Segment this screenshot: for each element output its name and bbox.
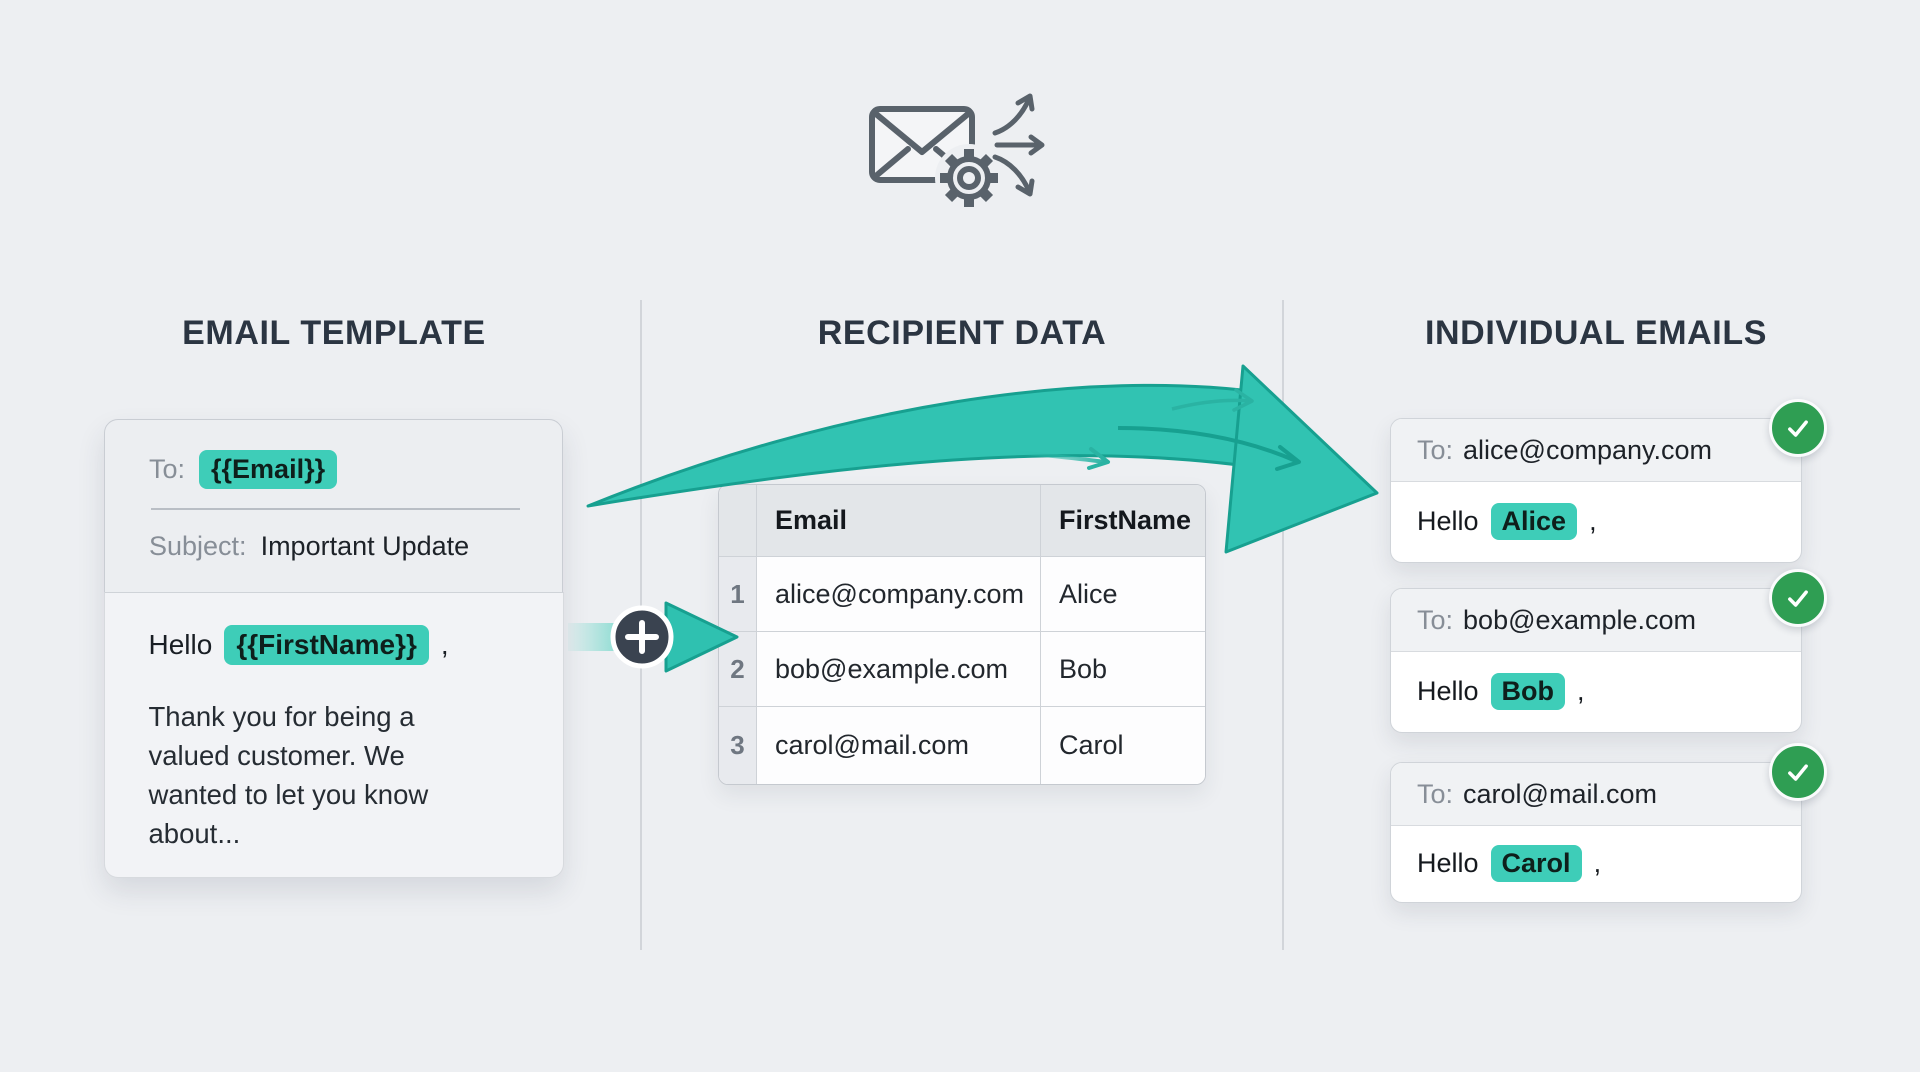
greeting-prefix: Hello — [1417, 506, 1479, 536]
email-card-header: To: carol@mail.com — [1391, 763, 1801, 826]
accent-arrow-icon — [999, 447, 1110, 470]
accent-arrow-icon — [1171, 388, 1254, 412]
template-card-body: Hello {{FirstName}} , Thank you for bein… — [103, 592, 564, 878]
template-card-header: To: {{Email}} Subject: Important Update — [105, 420, 562, 570]
merged-name-highlight: Carol — [1490, 845, 1582, 882]
check-circle-icon — [1769, 569, 1827, 627]
individual-email-card: To: carol@mail.com Hello Carol , — [1390, 743, 1827, 903]
row-number: 3 — [719, 707, 757, 784]
row-number: 1 — [719, 557, 757, 632]
greeting-prefix: Hello — [1417, 848, 1479, 878]
table-cell-email: alice@company.com — [757, 557, 1041, 632]
to-address: alice@company.com — [1463, 434, 1713, 465]
row-number: 2 — [719, 632, 757, 707]
greeting-prefix: Hello — [1417, 676, 1479, 706]
heading-recipient-data: RECIPIENT DATA — [817, 314, 1107, 352]
subject-value: Important Update — [260, 531, 470, 561]
email-card-body: Hello Carol , — [1391, 826, 1801, 901]
email-card-header: To: bob@example.com — [1391, 589, 1801, 652]
email-merge-token: {{Email}} — [199, 449, 338, 489]
to-label: To: — [149, 453, 186, 484]
template-header-divider — [151, 508, 520, 510]
plus-circle-icon — [610, 605, 674, 669]
column-header-firstname: FirstName — [1041, 485, 1205, 557]
column-divider — [1282, 300, 1284, 950]
email-card-body: Hello Alice , — [1391, 482, 1801, 561]
column-header-email: Email — [757, 485, 1041, 557]
table-cell-email: carol@mail.com — [757, 707, 1041, 784]
column-divider — [640, 300, 642, 950]
table-cell-firstname: Alice — [1041, 557, 1205, 632]
template-greeting: Hello {{FirstName}} , — [149, 623, 523, 667]
email-card-body: Hello Bob , — [1391, 652, 1801, 731]
firstname-merge-token: {{FirstName}} — [224, 625, 429, 665]
heading-email-template: EMAIL TEMPLATE — [182, 314, 486, 352]
gear-icon — [935, 144, 1003, 212]
fanout-arrows-icon — [992, 93, 1045, 197]
template-body-text: Thank you for being a valued customer. W… — [148, 701, 429, 849]
to-label: To: — [1417, 778, 1454, 809]
to-label: To: — [1417, 604, 1454, 635]
table-cell-firstname: Bob — [1041, 632, 1205, 707]
template-subject-row: Subject: Important Update — [149, 524, 522, 570]
to-label: To: — [1417, 434, 1454, 465]
check-circle-icon — [1769, 399, 1827, 457]
to-address: carol@mail.com — [1463, 778, 1657, 809]
table-cell-email: bob@example.com — [757, 632, 1041, 707]
envelope-icon — [869, 106, 975, 183]
subject-label: Subject: — [149, 531, 247, 561]
greeting-suffix: , — [1589, 506, 1597, 536]
greeting-suffix: , — [1593, 848, 1602, 878]
greeting-prefix: Hello — [148, 629, 213, 660]
greeting-suffix: , — [1577, 676, 1585, 706]
recipient-table: Email FirstName 1 alice@company.com Alic… — [718, 484, 1206, 785]
merged-name-highlight: Alice — [1490, 503, 1578, 540]
table-cell-firstname: Carol — [1041, 707, 1205, 784]
fade-band — [568, 623, 646, 651]
template-to-row: To: {{Email}} — [149, 446, 522, 492]
check-circle-icon — [1769, 743, 1827, 801]
table-corner-cell — [719, 485, 757, 557]
plus-glyph — [625, 620, 659, 654]
to-address: bob@example.com — [1463, 604, 1697, 635]
email-card-header: To: alice@company.com — [1391, 419, 1801, 482]
email-template-card: To: {{Email}} Subject: Important Update … — [103, 419, 564, 878]
merge-plus-connector — [568, 601, 739, 673]
merged-name-highlight: Bob — [1490, 673, 1566, 710]
heading-individual-emails: INDIVIDUAL EMAILS — [1424, 314, 1768, 352]
individual-email-card: To: alice@company.com Hello Alice , — [1390, 399, 1827, 563]
individual-email-card: To: bob@example.com Hello Bob , — [1390, 569, 1827, 733]
greeting-suffix: , — [440, 629, 449, 660]
